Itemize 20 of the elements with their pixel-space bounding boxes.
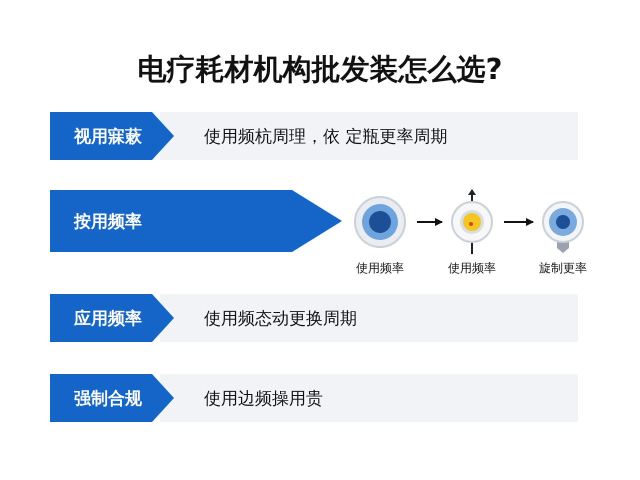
- description-text: 使用边频操用贵: [204, 388, 323, 410]
- arrow: [417, 218, 443, 226]
- title: 电疗耗材机构批发装怎么选?: [136, 51, 504, 88]
- description-band: [160, 112, 578, 160]
- chevron-banner: [50, 190, 342, 252]
- icon-caption: 使用频率: [448, 260, 496, 277]
- row-heading: 按用频率: [74, 210, 142, 232]
- description-band: [160, 294, 578, 342]
- icon-caption: 旋制更率: [539, 260, 587, 277]
- description-band: [160, 374, 578, 422]
- icon-caption: 使用频率: [356, 260, 404, 277]
- row-heading: 视用寐蔌: [74, 126, 142, 148]
- arrow: [504, 218, 534, 226]
- row-heading: 应用频率: [74, 308, 142, 330]
- chevron-banner: [50, 374, 174, 422]
- chevron-banner: [50, 112, 174, 160]
- chevron-banner: [50, 294, 174, 342]
- row-heading: 强制合规: [74, 388, 142, 410]
- description-text: 使用频态动更换周期: [204, 308, 357, 330]
- description-text: 使用频杭周理，依 定瓶更率周期: [204, 126, 448, 148]
